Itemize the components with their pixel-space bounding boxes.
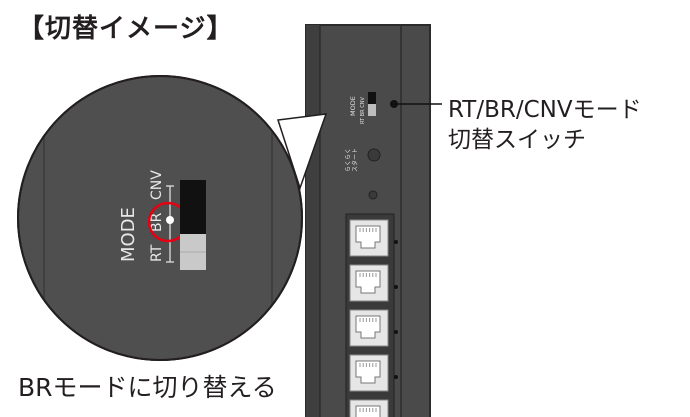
smart-start-button[interactable]: らくらく スタート: [345, 148, 381, 172]
smart-start-label-line1: らくらく: [345, 148, 352, 172]
smart-start-label-line2: スタート: [351, 148, 359, 172]
indicator-led: [368, 190, 378, 200]
lan-port-led: [394, 375, 398, 379]
lan-port-group: [345, 213, 398, 417]
lan-port-led: [394, 240, 398, 244]
zoom-magnifier: [17, 75, 303, 361]
position-br-label: BR: [149, 212, 165, 232]
lan-port-led: [394, 330, 398, 334]
lan-port[interactable]: [349, 219, 398, 257]
small-positions-label: RT BR CNV: [360, 97, 366, 124]
callout-leader: [390, 100, 442, 108]
lan-port-led: [394, 285, 398, 289]
small-mode-label: MODE: [349, 96, 357, 116]
lan-port[interactable]: [349, 399, 398, 417]
callout-line1: RT/BR/CNVモード: [448, 97, 642, 123]
lan-port[interactable]: [349, 354, 398, 392]
lan-port[interactable]: [349, 264, 398, 302]
callout-line2: 切替スイッチ: [448, 127, 586, 153]
caption: BRモードに切り替える: [18, 373, 277, 402]
position-cnv-label: CNV: [149, 170, 165, 200]
lan-port[interactable]: [349, 309, 398, 347]
position-rt-label: RT: [149, 244, 165, 262]
mode-switch-large[interactable]: MODE RT BR CNV: [118, 170, 206, 270]
mode-label: MODE: [118, 207, 139, 262]
page-title: 【切替イメージ】: [18, 14, 234, 44]
mode-switch-small[interactable]: MODE RT BR CNV: [349, 92, 376, 124]
zoom-pointer: [277, 113, 328, 191]
